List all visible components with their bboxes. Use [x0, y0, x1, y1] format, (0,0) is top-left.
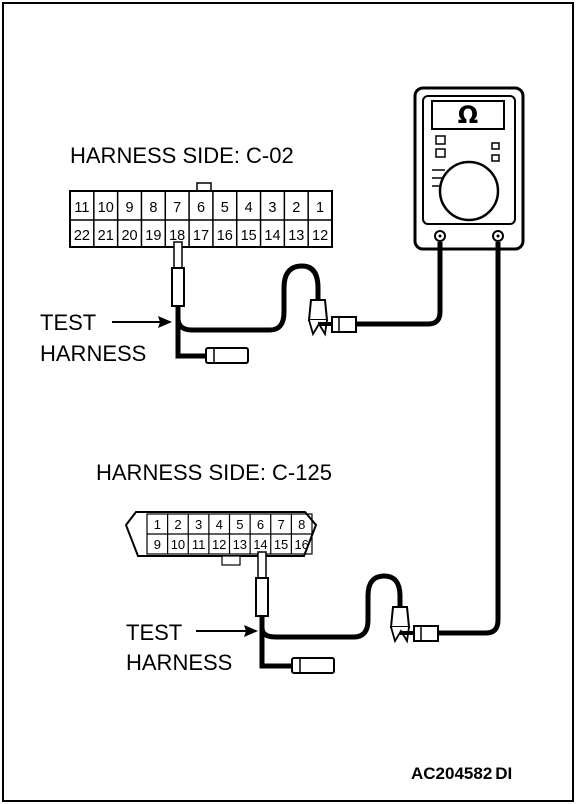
- arrow-head-top: [158, 316, 172, 328]
- connector-c125-key: [221, 555, 241, 566]
- leader-arrows: [112, 316, 258, 637]
- c125-pin-2: 2: [174, 517, 181, 532]
- ohm-symbol: Ω: [458, 101, 478, 129]
- c125-pin-16: 16: [294, 537, 308, 552]
- c125-pin-1: 1: [154, 517, 161, 532]
- c02-pin-6: 6: [197, 200, 205, 216]
- figure-code-number: AC204582: [411, 764, 493, 783]
- c02-pin-10: 10: [98, 200, 114, 216]
- c02-pin-3: 3: [268, 200, 276, 216]
- c125-pin-5: 5: [236, 517, 243, 532]
- c125-pin-12: 12: [212, 537, 226, 552]
- c125-pin-14: 14: [253, 537, 267, 552]
- c02-pin-9: 9: [126, 200, 134, 216]
- c02-pin-11: 11: [74, 200, 89, 216]
- c125-pin-9: 9: [154, 537, 161, 552]
- c125-pin-15: 15: [274, 537, 288, 552]
- c125-pin-4: 4: [216, 517, 223, 532]
- c125-pin-13: 13: [233, 537, 247, 552]
- c02-pin-7: 7: [173, 200, 181, 216]
- c02-pin-15: 15: [241, 228, 257, 244]
- c125-pin-3: 3: [195, 517, 202, 532]
- ohmmeter: Ω: [413, 86, 525, 251]
- test-harness-bottom-label-line1: TEST: [126, 620, 183, 645]
- c02-pin-1: 1: [316, 200, 324, 216]
- connector-c125-title: HARNESS SIDE: C-125: [96, 460, 332, 485]
- c02-pin-14: 14: [264, 228, 280, 244]
- c02-pin-18: 18: [169, 228, 185, 244]
- c02-pin-16: 16: [217, 228, 233, 244]
- c02-pin-4: 4: [245, 200, 253, 216]
- ohmmeter-display: [431, 100, 505, 130]
- c02-pin-17: 17: [193, 228, 209, 244]
- c02-pin-8: 8: [149, 200, 157, 216]
- c02-pin-19: 19: [145, 228, 161, 244]
- test-harness-top: [171, 241, 443, 364]
- c02-pin-2: 2: [292, 200, 300, 216]
- test-harness-top-label-line2: HARNESS: [40, 341, 147, 366]
- c125-pin-8: 8: [298, 517, 305, 532]
- test-harness-bottom: [255, 242, 501, 674]
- c02-pin-13: 13: [288, 228, 304, 244]
- connector-c02-title: HARNESS SIDE: C-02: [70, 143, 294, 168]
- c02-pin-12: 12: [312, 228, 328, 244]
- c125-pin-7: 7: [277, 517, 284, 532]
- connector-c02-body: [69, 190, 333, 248]
- c125-pin-11: 11: [192, 537, 206, 552]
- figure-code-suffix: DI: [495, 764, 513, 783]
- c125-pin-6: 6: [257, 517, 264, 532]
- arrow-head-bottom: [244, 625, 258, 637]
- c02-pin-21: 21: [98, 228, 114, 244]
- c02-pin-5: 5: [221, 200, 229, 216]
- test-harness-bottom-label-line2: HARNESS: [126, 650, 233, 675]
- test-harness-top-label-line1: TEST: [40, 310, 97, 335]
- ohmmeter-dial: [438, 160, 500, 222]
- c02-pin-22: 22: [74, 228, 90, 244]
- c02-pin-20: 20: [121, 228, 137, 244]
- c125-pin-10: 10: [171, 537, 185, 552]
